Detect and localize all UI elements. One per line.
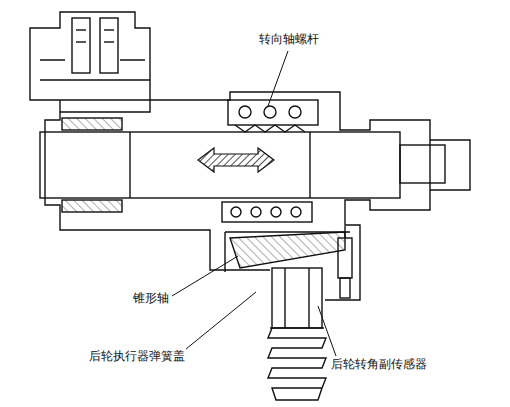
part-label: 锥形轴 [132, 291, 170, 305]
leader-lines [172, 51, 336, 356]
part-label: 转向轴螺杆 [258, 32, 320, 46]
part-label: 后轮转角副传感器 [330, 357, 428, 371]
part-label: 后轮执行器弹簧盖 [88, 349, 186, 363]
